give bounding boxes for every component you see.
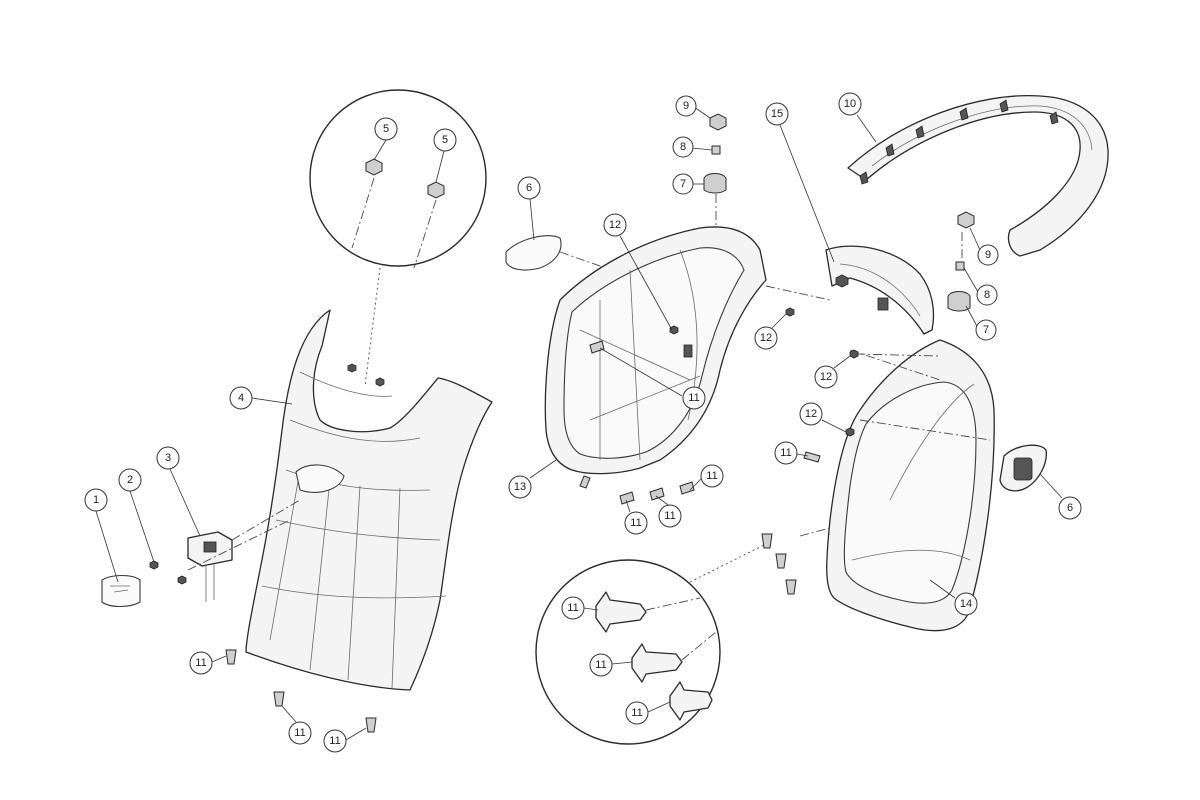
detail-view-top (309, 89, 487, 387)
callout-11b: 11 (706, 470, 717, 482)
callout-11i: 11 (567, 602, 578, 614)
callouts: 1 2 3 4 5 5 6 6 7 7 (84, 92, 1082, 753)
callout-4: 4 (238, 392, 244, 404)
grommet-stack-top (703, 113, 727, 226)
callout-12b: 12 (760, 332, 772, 344)
callout-3: 3 (165, 452, 171, 464)
callout-15: 15 (771, 108, 783, 120)
callout-8b: 8 (984, 289, 990, 301)
callout-9b: 9 (985, 249, 991, 261)
callout-5b: 5 (442, 134, 448, 146)
callout-13: 13 (514, 481, 526, 493)
callout-12d: 12 (805, 408, 817, 420)
callout-12c: 12 (820, 371, 832, 383)
inner-frame-left (544, 226, 831, 505)
callout-6a: 6 (526, 182, 532, 194)
screw-part (149, 560, 187, 585)
callout-9a: 9 (683, 100, 689, 112)
callout-14: 14 (960, 598, 972, 610)
upper-bracket (825, 245, 935, 335)
side-pad-right (999, 444, 1047, 492)
callout-11e: 11 (780, 447, 791, 459)
callout-11k: 11 (631, 707, 642, 719)
callout-11j: 11 (595, 659, 606, 671)
callout-11d: 11 (664, 510, 675, 522)
callout-1: 1 (93, 494, 99, 506)
callout-11c: 11 (630, 517, 641, 529)
side-panel-right (826, 339, 995, 632)
callout-7b: 7 (983, 324, 989, 336)
callout-6b: 6 (1067, 502, 1073, 514)
callout-7a: 7 (680, 178, 686, 190)
callout-2: 2 (127, 474, 133, 486)
callout-8a: 8 (680, 141, 686, 153)
callout-12a: 12 (609, 219, 621, 231)
callout-11a: 11 (688, 392, 699, 404)
callout-5a: 5 (383, 123, 389, 135)
callout-11h: 11 (329, 735, 340, 747)
grab-rail (847, 94, 1109, 257)
callout-10: 10 (844, 98, 856, 110)
front-shield-part (245, 309, 493, 691)
detail-view-bottom (535, 543, 767, 745)
callout-11g: 11 (294, 727, 305, 739)
bracket-part (187, 499, 301, 602)
cap-part (101, 574, 141, 608)
callout-11f: 11 (195, 657, 206, 669)
right-fasteners (761, 307, 941, 595)
grommet-stack-right (947, 211, 975, 312)
